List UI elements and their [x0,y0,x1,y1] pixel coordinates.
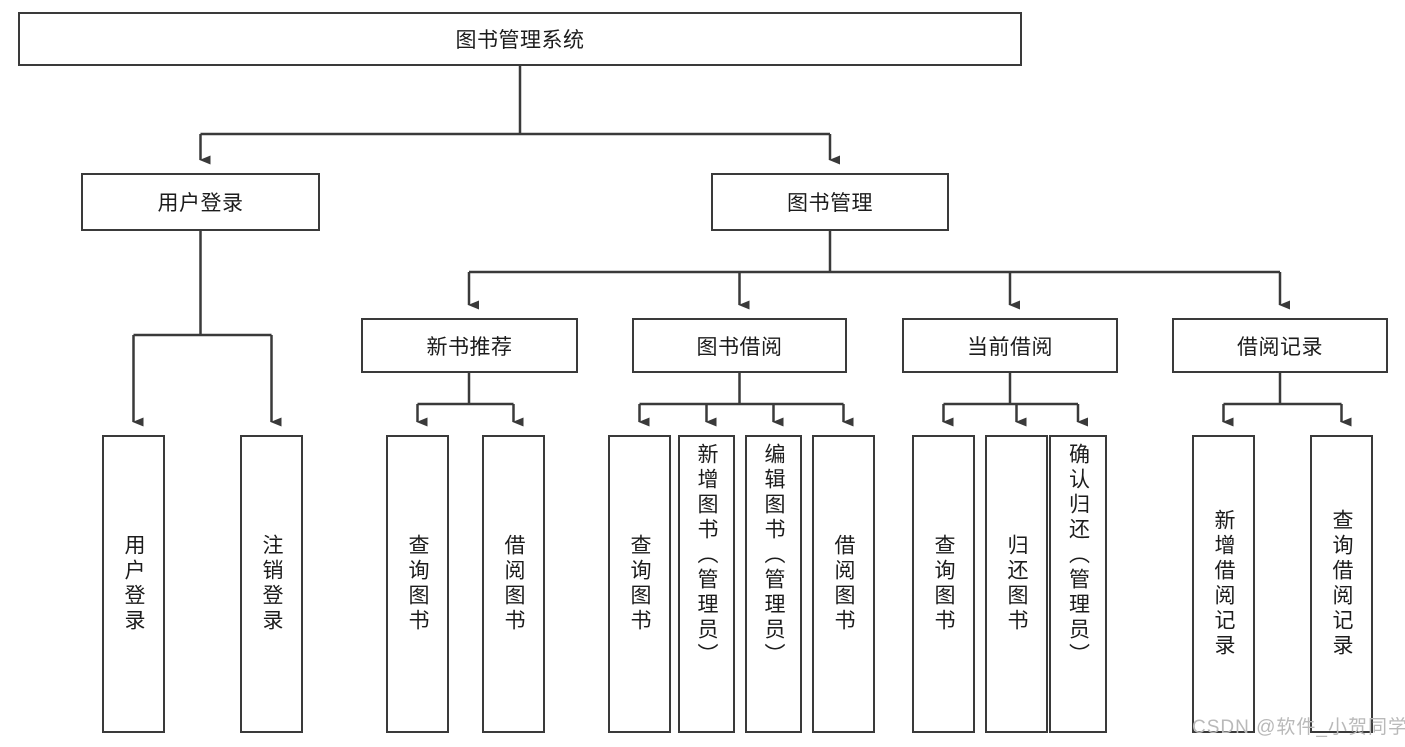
csdn-watermark: CSDN @软件_小贺同学 [1192,717,1405,738]
node-borrow-record-label: 借阅记录 [1237,335,1323,359]
node-user-login[interactable]: 用户登录 [81,173,320,231]
node-leaf-add-book-admin-label: 新增图书（管理员） [695,443,718,668]
node-book-borrow[interactable]: 图书借阅 [632,318,847,373]
node-leaf-return-book[interactable]: 归还图书 [985,435,1048,733]
root-node-book-management-system-label: 图书管理系统 [455,29,585,52]
node-leaf-borrow-book-2[interactable]: 借阅图书 [812,435,875,733]
node-leaf-logout-login-label: 注销登录 [260,534,283,634]
node-book-management[interactable]: 图书管理 [711,173,949,231]
node-current-borrow-label: 当前借阅 [967,335,1053,359]
node-leaf-add-borrow-record-label: 新增借阅记录 [1212,509,1235,659]
node-leaf-query-borrow-record-label: 查询借阅记录 [1330,509,1353,659]
node-leaf-add-book-admin[interactable]: 新增图书（管理员） [678,435,735,733]
node-leaf-borrow-book-2-label: 借阅图书 [832,534,855,634]
node-leaf-query-book-3-label: 查询图书 [932,534,955,634]
node-book-borrow-label: 图书借阅 [696,335,783,359]
node-leaf-query-book-2-label: 查询图书 [628,534,651,634]
node-leaf-user-login-label: 用户登录 [122,534,145,634]
node-leaf-add-borrow-record[interactable]: 新增借阅记录 [1192,435,1255,733]
node-leaf-borrow-book-1[interactable]: 借阅图书 [482,435,545,733]
node-new-book-recommend[interactable]: 新书推荐 [361,318,578,373]
node-leaf-logout-login[interactable]: 注销登录 [240,435,303,733]
node-leaf-user-login[interactable]: 用户登录 [102,435,165,733]
node-leaf-return-book-label: 归还图书 [1005,534,1028,634]
node-leaf-borrow-book-1-label: 借阅图书 [502,534,525,634]
node-leaf-confirm-return-admin-label: 确认归还（管理员） [1066,443,1090,668]
node-leaf-edit-book-admin-label: 编辑图书（管理员） [762,443,785,668]
root-node-book-management-system[interactable]: 图书管理系统 [18,12,1022,66]
node-leaf-edit-book-admin[interactable]: 编辑图书（管理员） [745,435,802,733]
node-new-book-recommend-label: 新书推荐 [426,335,513,359]
node-user-login-label: 用户登录 [157,192,244,215]
node-borrow-record[interactable]: 借阅记录 [1172,318,1388,373]
node-leaf-query-book-3[interactable]: 查询图书 [912,435,975,733]
node-leaf-query-book-2[interactable]: 查询图书 [608,435,671,733]
node-book-management-label: 图书管理 [787,192,873,215]
node-current-borrow[interactable]: 当前借阅 [902,318,1118,373]
node-leaf-query-borrow-record[interactable]: 查询借阅记录 [1310,435,1373,733]
node-leaf-query-book-1-label: 查询图书 [406,534,429,634]
node-leaf-query-book-1[interactable]: 查询图书 [386,435,449,733]
node-leaf-confirm-return-admin[interactable]: 确认归还（管理员） [1049,435,1107,733]
